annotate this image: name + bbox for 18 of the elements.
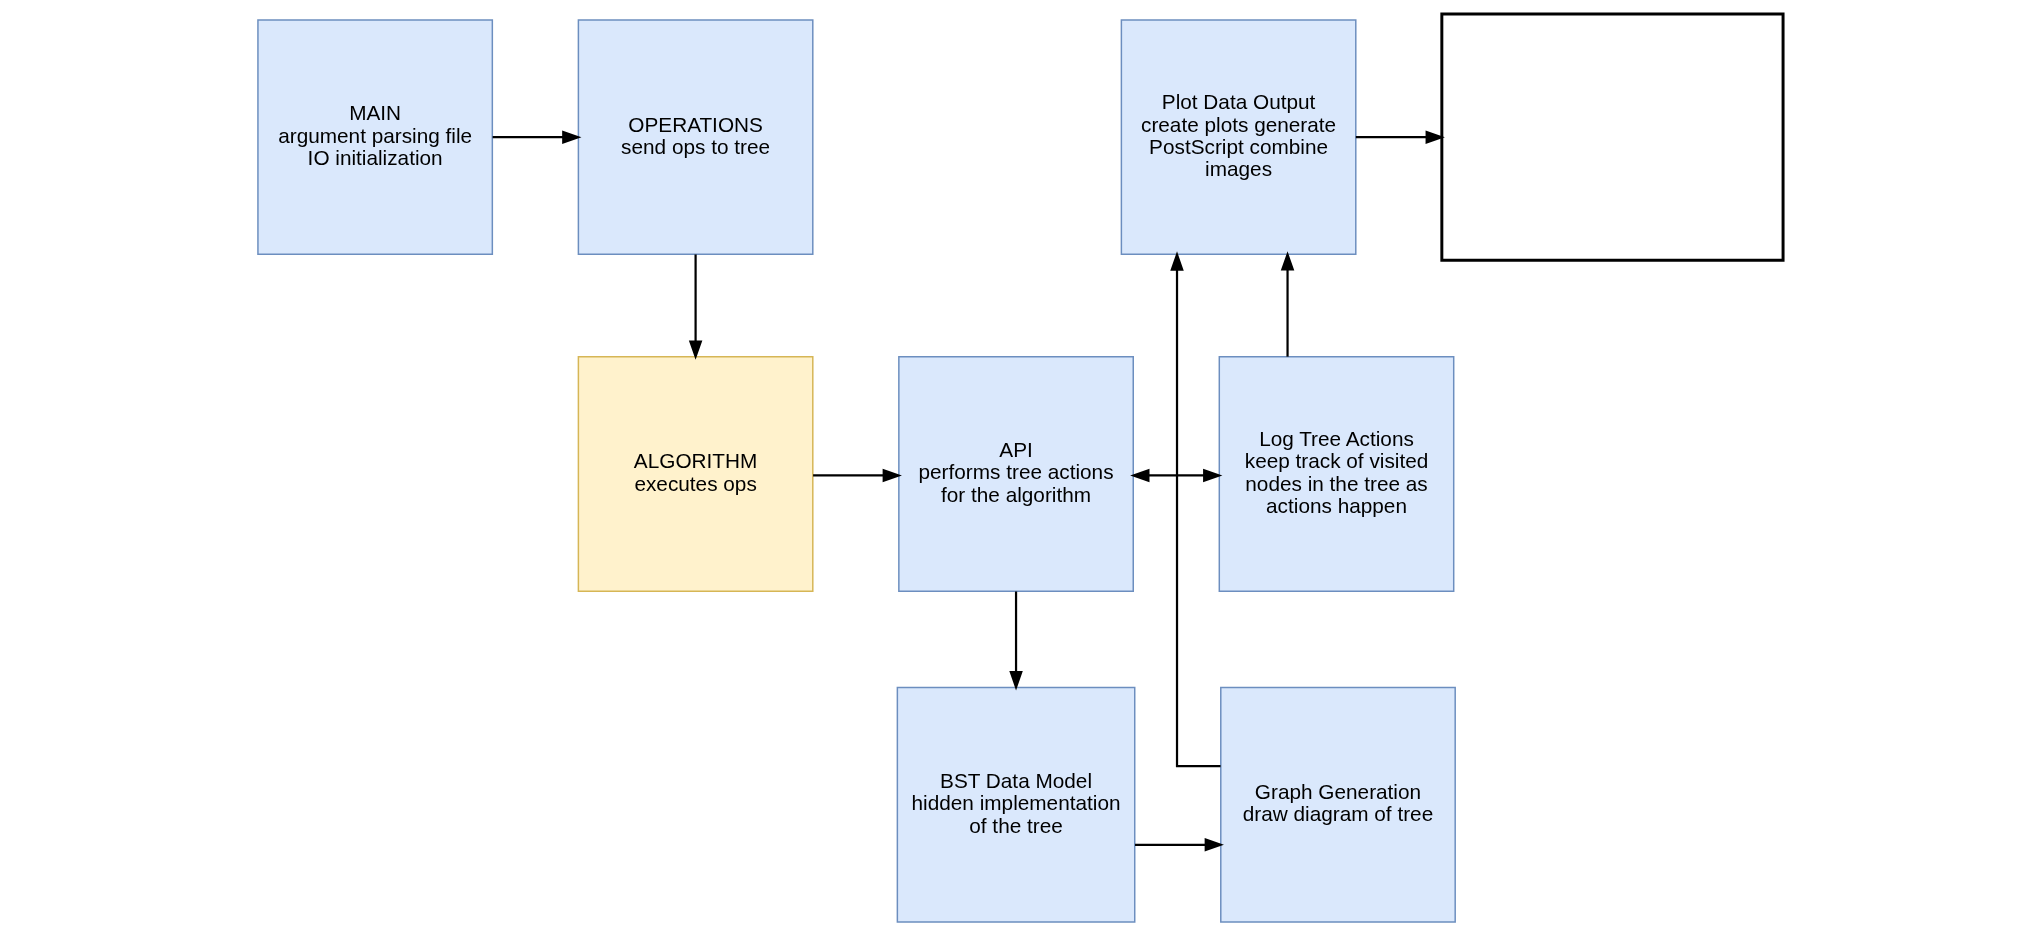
- arrow: [1355, 130, 1445, 144]
- node-box: [1439, 12, 1785, 262]
- node-box: Log Tree Actions keep track of visited nodes in the tree as actions happen: [1218, 356, 1454, 592]
- arrow: [492, 130, 581, 144]
- node-box: BST Data Model hidden implementation of the tree: [896, 686, 1135, 923]
- arrow: [1008, 591, 1023, 691]
- node-box: ALGORITHM executes ops: [577, 356, 814, 592]
- node-box: Plot Data Output create plots generate PostScript combine images: [1120, 19, 1357, 256]
- arrow: [1134, 838, 1224, 852]
- arrow: [1169, 251, 1221, 768]
- node-box: OPERATIONS send ops to tree: [577, 19, 814, 256]
- arrow: [812, 468, 902, 483]
- arrow: [1280, 251, 1294, 357]
- node-box: MAIN argument parsing file IO initialization: [256, 19, 493, 256]
- arrow: [688, 254, 702, 360]
- node-box: Graph Generation draw diagram of tree: [1219, 686, 1456, 923]
- node-box: API performs tree actions for the algorithm: [897, 356, 1134, 592]
- arrow: [1129, 468, 1222, 483]
